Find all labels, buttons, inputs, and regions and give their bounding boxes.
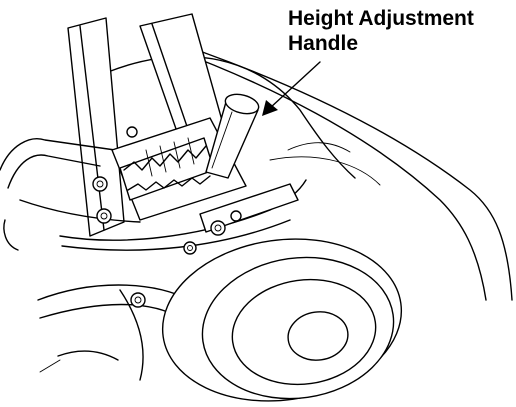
left-housing xyxy=(0,138,141,251)
axle-plate xyxy=(59,179,307,255)
height-adjustment-handle xyxy=(205,93,260,179)
rear-wheel xyxy=(161,238,403,402)
callout-line-1: Height Adjustment xyxy=(288,7,474,30)
height-adjustment-handle-callout: Height Adjustment Handle xyxy=(288,6,474,56)
arrow-pointer-icon xyxy=(262,61,321,116)
callout-line-2: Handle xyxy=(288,32,359,55)
height-adjustment-bracket xyxy=(92,117,247,224)
